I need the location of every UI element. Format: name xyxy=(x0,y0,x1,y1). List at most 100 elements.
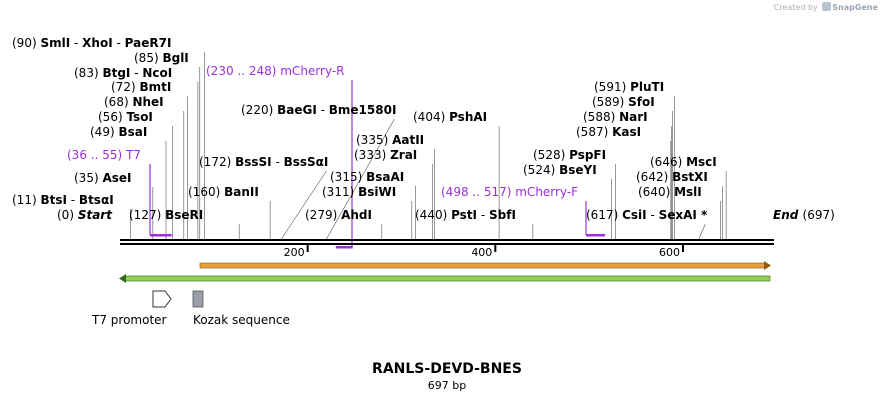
site-name-extra: SbfI xyxy=(489,208,516,222)
ruler-ticks: 200 400 600 xyxy=(284,245,684,259)
site-label: (335) AatII xyxy=(356,133,424,147)
credit-brand: SnapGene xyxy=(832,3,878,12)
backbone-top xyxy=(120,239,774,241)
site-name: SfoI xyxy=(628,95,655,109)
promoter-arrow-icon xyxy=(152,290,172,308)
site-name: PshAI xyxy=(449,110,487,124)
site-name-extra: BtsαI xyxy=(79,193,114,207)
site-name: PluTI xyxy=(630,80,664,94)
ruler-tick-label: 400 xyxy=(471,246,492,259)
site-name: ZraI xyxy=(390,148,417,162)
kozak-box-icon xyxy=(192,290,204,308)
map-title: RANLS-DEVD-BNES xyxy=(372,361,522,377)
site-label: (617) CsiI - SexAI * xyxy=(586,208,708,222)
site-name: PstI xyxy=(451,208,477,222)
site-label: (589) SfoI xyxy=(592,95,655,109)
site-label: (646) MscI xyxy=(650,155,717,169)
site-label: (642) BstXI xyxy=(636,170,708,184)
site-label: (315) BsaAI xyxy=(330,170,404,184)
site-name: NarI xyxy=(619,110,648,124)
cut-lines xyxy=(130,52,727,240)
site-name-extra: NcoI xyxy=(142,66,172,80)
site-name: BanII xyxy=(224,185,259,199)
site-name: BsaAI xyxy=(366,170,404,184)
site-name-extra: BssSαI xyxy=(284,155,329,169)
site-name: SmlI xyxy=(40,36,70,50)
site-name: BseRI xyxy=(165,208,203,222)
site-label: (85) BglI xyxy=(134,51,189,65)
site-name: CsiI xyxy=(622,208,647,222)
site-label: (220) BaeGI - Bme1580I xyxy=(241,103,396,117)
site-label: (587) KasI xyxy=(576,125,641,139)
site-label: (640) MslI xyxy=(638,185,702,199)
site-label: (333) ZraI xyxy=(354,148,417,162)
primer-bar xyxy=(150,234,172,237)
ruler-tick-label: 200 xyxy=(284,246,305,259)
snapgene-credit: Created by SnapGene xyxy=(774,2,878,12)
site-label: (591) PluTI xyxy=(594,80,664,94)
site-label: (11) BtsI - BtsαI xyxy=(12,193,114,207)
site-label: (588) NarI xyxy=(583,110,648,124)
site-name: BstXI xyxy=(672,170,708,184)
site-name: BsiWI xyxy=(358,185,396,199)
site-name-extra: XhoI xyxy=(82,36,113,50)
cut-line xyxy=(281,170,327,240)
ruler-tick xyxy=(681,245,684,252)
site-name: MslI xyxy=(674,185,702,199)
site-label: (528) PspFI xyxy=(533,148,606,162)
primer-bar xyxy=(335,246,353,249)
site-label: (90) SmlI - XhoI - PaeR7I xyxy=(12,36,171,50)
site-name: BtsI xyxy=(40,193,67,207)
site-name: AhdI xyxy=(341,208,372,222)
site-name: BsaI xyxy=(118,125,147,139)
site-name: BaeGI xyxy=(277,103,317,117)
site-name: MscI xyxy=(686,155,717,169)
site-name: NheI xyxy=(132,95,163,109)
site-name: BglI xyxy=(162,51,188,65)
site-label: (72) BmtI xyxy=(111,80,171,94)
end-label: End (697) xyxy=(773,208,835,222)
site-name: KasI xyxy=(612,125,641,139)
site-name: BtgI xyxy=(102,66,130,80)
site-label: (404) PshAI xyxy=(413,110,487,124)
site-name: BseYI xyxy=(559,163,597,177)
feature-green xyxy=(119,274,771,283)
start-label: (0) Start xyxy=(57,208,113,222)
site-label: (311) BsiWI xyxy=(322,185,396,199)
feature-orange xyxy=(199,261,771,270)
ruler-tick xyxy=(306,245,309,252)
site-label: (172) BssSI - BssSαI xyxy=(199,155,328,169)
site-label: (127) BseRI xyxy=(129,208,203,222)
site-labels: (90) SmlI - XhoI - PaeR7I(85) BglI(83) B… xyxy=(12,36,835,222)
site-label: (440) PstI - SbfI xyxy=(415,208,516,222)
legend-kozak-sequence: Kozak sequence xyxy=(193,313,290,327)
site-label: (524) BseYI xyxy=(523,163,597,177)
ruler-tick-label: 600 xyxy=(659,246,680,259)
primer-label: (498 .. 517) mCherry-F xyxy=(441,185,578,199)
site-label: (56) TsoI xyxy=(98,110,153,124)
site-name: PspFI xyxy=(569,148,606,162)
cut-line xyxy=(698,223,706,240)
primer-label: (230 .. 248) mCherry-R xyxy=(206,64,345,78)
primer-lines xyxy=(149,80,606,249)
site-label: (49) BsaI xyxy=(90,125,147,139)
site-name: BmtI xyxy=(139,80,171,94)
site-label: (35) AseI xyxy=(74,171,132,185)
snapgene-logo-icon xyxy=(822,2,832,11)
site-name-extra: SexAI * xyxy=(659,208,708,222)
site-label: (83) BtgI - NcoI xyxy=(74,66,172,80)
site-name: TsoI xyxy=(126,110,152,124)
backbone-bottom xyxy=(120,243,774,245)
legend-t7-promoter: T7 promoter xyxy=(92,313,167,327)
site-name: AatII xyxy=(392,133,424,147)
ruler-tick xyxy=(494,245,497,252)
site-name: AseI xyxy=(102,171,131,185)
site-label: (160) BanII xyxy=(188,185,259,199)
site-name: BssSI xyxy=(235,155,272,169)
primer-bar xyxy=(586,234,606,237)
site-name-extra: Bme1580I xyxy=(329,103,397,117)
site-label: (68) NheI xyxy=(104,95,164,109)
site-name-extra: PaeR7I xyxy=(125,36,172,50)
site-label: (279) AhdI xyxy=(305,208,372,222)
